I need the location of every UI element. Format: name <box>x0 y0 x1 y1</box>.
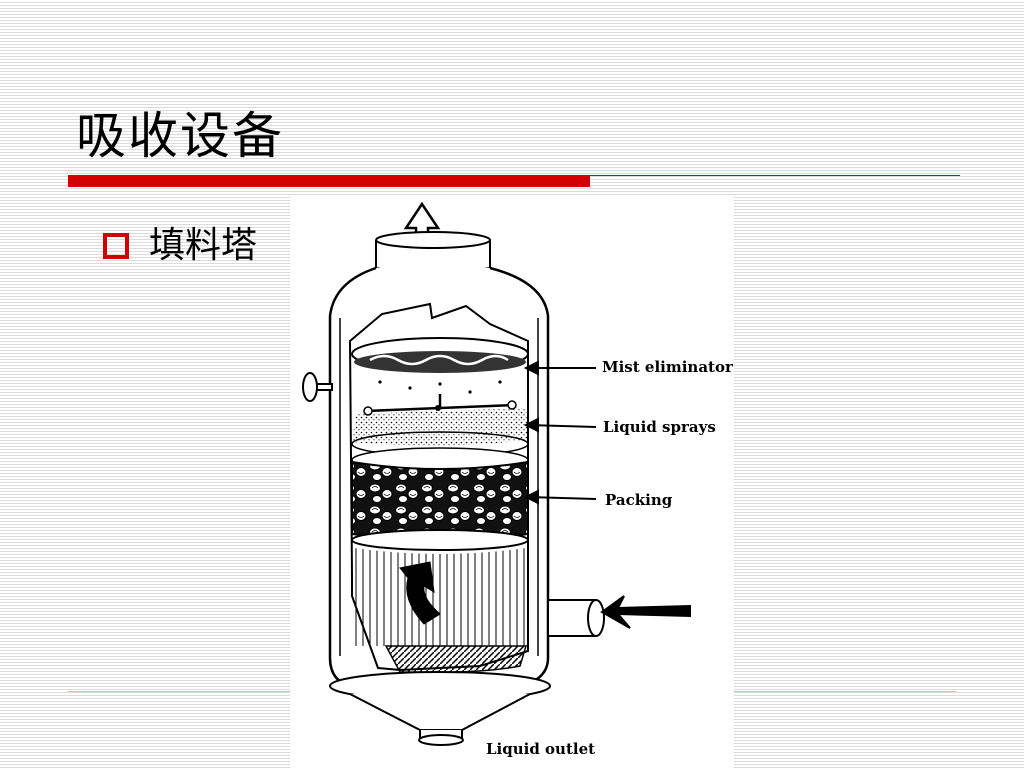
label-packing: Packing <box>605 491 673 509</box>
bottom-cone <box>329 671 551 746</box>
gas-flow-arrow <box>399 561 441 625</box>
liquid-sprays-arrowhead <box>523 417 539 433</box>
title-underline-thin <box>590 175 960 176</box>
slide-title: 吸收设备 <box>76 107 284 165</box>
label-liquid-outlet: Liquid outlet <box>486 740 595 758</box>
mist-eliminator-arrowhead <box>523 360 539 376</box>
bullet-item: 填料塔 <box>103 226 257 266</box>
label-liquid-sprays: Liquid sprays <box>603 418 716 436</box>
lower-chamber <box>354 548 528 674</box>
packing-leader <box>527 496 597 500</box>
liquid-sprays-leader <box>527 424 597 428</box>
gas-inlet-arrow <box>600 595 691 629</box>
liquid-sprays <box>351 394 529 473</box>
title-underline-thick <box>68 175 590 187</box>
gas-inlet-nozzle <box>547 599 605 637</box>
packing-bed <box>351 460 529 551</box>
hollow-square-bullet-icon <box>103 233 129 259</box>
bullet-text: 填料塔 <box>149 225 258 266</box>
packed-tower-diagram: Mist eliminator Liquid sprays Packing Li… <box>302 201 734 758</box>
footer-rule-right <box>734 691 956 692</box>
packing-arrowhead <box>523 489 539 505</box>
side-knob <box>302 372 333 402</box>
footer-rule-left <box>68 691 290 692</box>
mist-eliminator <box>351 337 529 394</box>
packed-tower-figure: Mist eliminator Liquid sprays Packing Li… <box>290 196 734 768</box>
top-nozzle <box>375 231 491 275</box>
label-mist-eliminator: Mist eliminator <box>602 358 734 376</box>
